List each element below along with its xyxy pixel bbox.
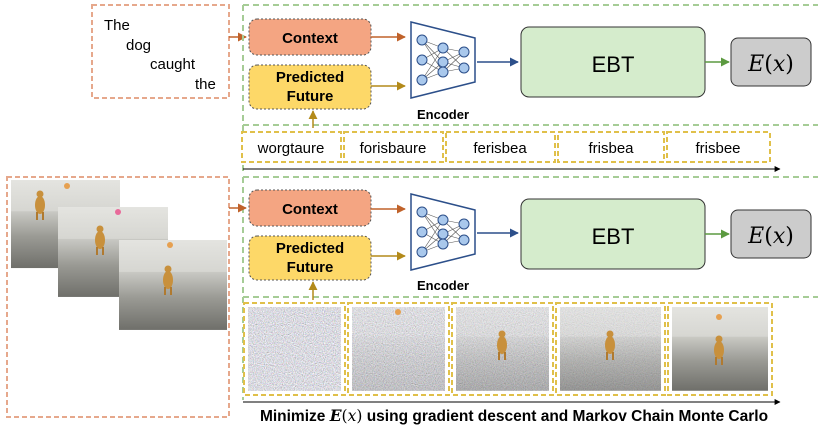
predicted-future-label: Predicted: [276, 240, 344, 257]
input-word: the: [195, 76, 216, 93]
context-label: Context: [282, 201, 338, 218]
token-step: forisbaure: [360, 140, 427, 157]
energy-block: [730, 209, 812, 259]
energy-block: [730, 37, 812, 87]
input-word: caught: [150, 56, 196, 73]
ebt-label: EBT: [592, 52, 635, 77]
model-region-outline: [242, 176, 818, 400]
encoder-label: Encoder: [417, 107, 469, 122]
context-block: [248, 189, 372, 227]
ebt-label: EBT: [592, 224, 635, 249]
text-input-box: [91, 4, 230, 99]
encoder-icon: [410, 21, 476, 99]
input-word: The: [104, 17, 130, 34]
token-step: frisbea: [588, 140, 634, 157]
energy-label: E(x): [747, 224, 794, 249]
predicted-future-block: [248, 64, 372, 110]
predicted-future-label: Predicted: [276, 69, 344, 86]
noisy-frame: [248, 307, 341, 391]
energy-label: E(x): [747, 52, 794, 77]
encoder-icon: [410, 193, 476, 271]
image-refinement-row: [243, 302, 773, 396]
predicted-future-label: Future: [287, 88, 334, 105]
token-step: worgtaure: [257, 140, 325, 157]
input-word: dog: [126, 37, 151, 54]
token-refinement-row: worgtaure forisbaure ferisbea frisbea fr…: [241, 131, 771, 163]
context-label: Context: [282, 30, 338, 47]
video-frames: [11, 180, 227, 330]
predicted-future-block: [248, 235, 372, 281]
token-step: frisbee: [695, 140, 740, 157]
predicted-future-label: Future: [287, 259, 334, 276]
caption: Minimize E(x) using gradient descent and…: [260, 406, 768, 425]
encoder-label: Encoder: [417, 278, 469, 293]
token-step: ferisbea: [473, 140, 527, 157]
